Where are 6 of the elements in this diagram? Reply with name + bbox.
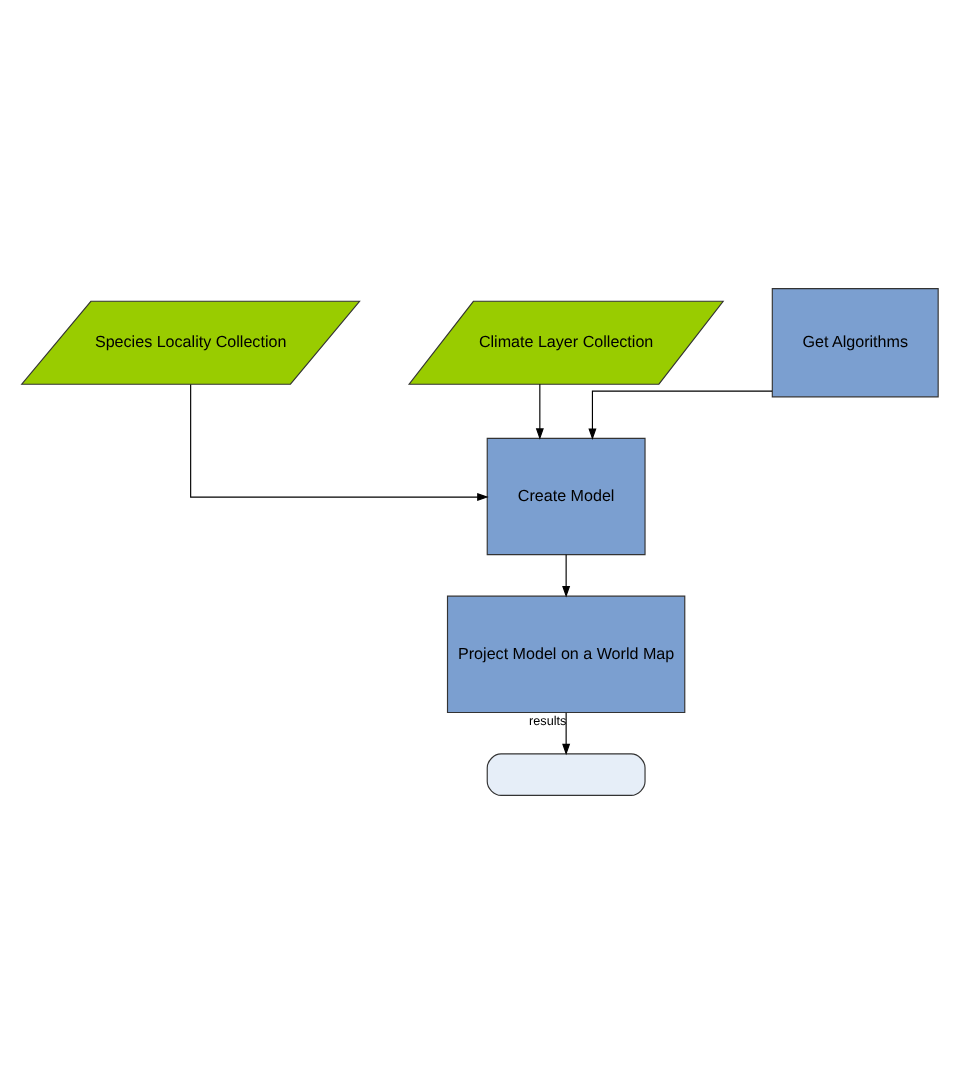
arrow: [535, 383, 544, 440]
arrow: [588, 390, 773, 440]
arrow: [190, 383, 489, 502]
node-capsule: [486, 753, 646, 796]
arrow: [562, 712, 571, 756]
arrow: [562, 554, 571, 598]
